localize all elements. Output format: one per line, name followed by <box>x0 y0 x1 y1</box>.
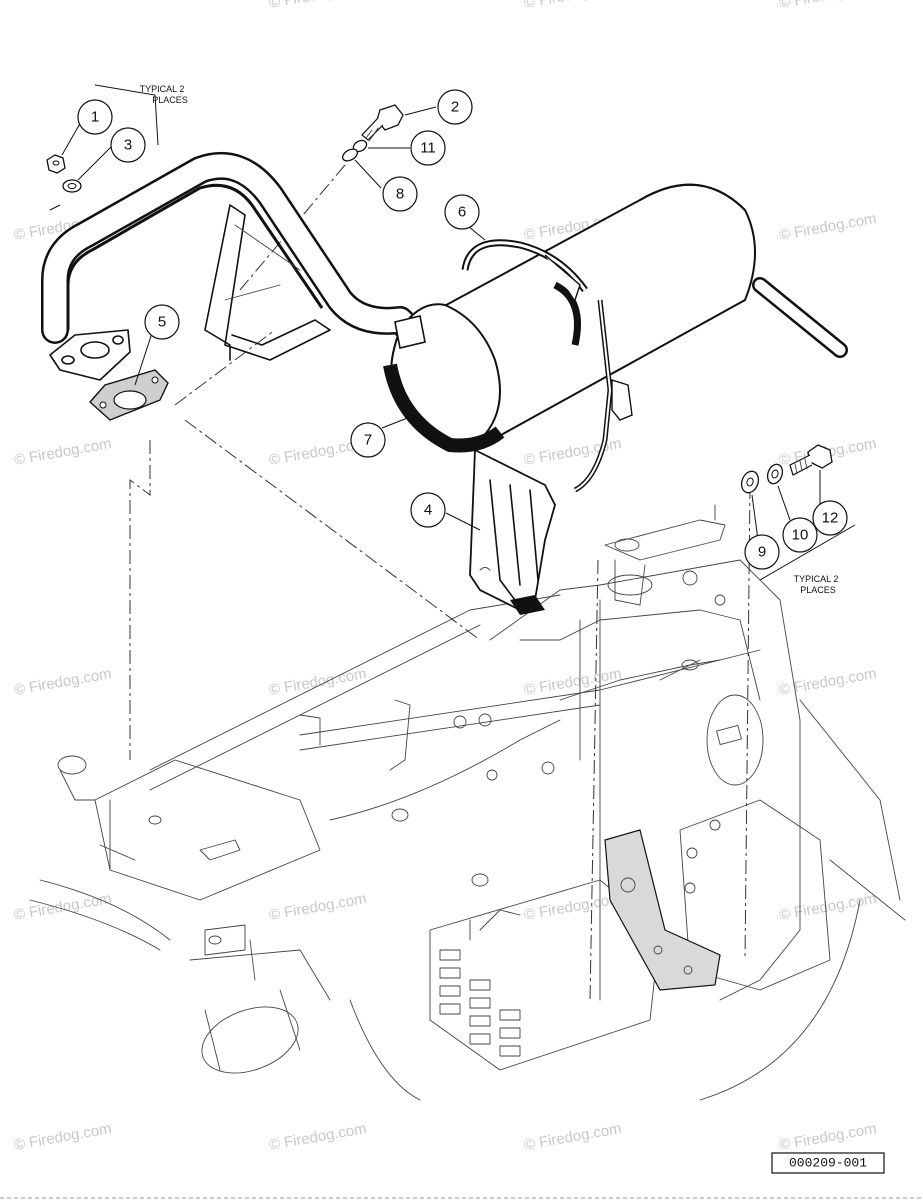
lock-washer <box>62 179 82 193</box>
watermark: © Firedog.com <box>268 0 368 12</box>
engine-bracket <box>604 829 721 991</box>
note-line: PLACES <box>152 95 188 105</box>
watermark: © Firedog.com <box>13 1120 113 1154</box>
lock-washer-bracket <box>766 463 784 485</box>
callout-number: 3 <box>124 137 132 154</box>
callout-11: 11 <box>410 130 446 166</box>
callout-number: 4 <box>424 502 432 519</box>
callout-1: 1 <box>77 99 113 135</box>
callout-number: 9 <box>758 544 766 561</box>
reference-code-box: 000209-001 <box>771 1152 885 1174</box>
watermark: © Firedog.com <box>13 435 113 469</box>
callout-7: 7 <box>350 422 386 458</box>
watermark: © Firedog.com <box>13 890 113 924</box>
watermark: © Firedog.com <box>13 665 113 699</box>
callout-number: 12 <box>822 510 839 527</box>
callout-number: 5 <box>158 314 166 331</box>
callout-2: 2 <box>437 89 473 125</box>
callout-number: 8 <box>396 186 404 203</box>
exhaust-header-pipe <box>41 151 424 381</box>
exhaust-gasket <box>89 369 169 421</box>
callout-12: 12 <box>812 500 848 536</box>
callout-4: 4 <box>410 492 446 528</box>
watermark: © Firedog.com <box>268 1120 368 1154</box>
watermark: © Firedog.com <box>523 435 623 469</box>
callout-number: 11 <box>420 140 436 157</box>
callout-10: 10 <box>782 517 818 553</box>
callout-number: 2 <box>451 99 459 116</box>
callout-5: 5 <box>144 304 180 340</box>
flange-nut <box>46 154 66 174</box>
watermark: © Firedog.com <box>778 890 878 924</box>
flat-washer-small <box>341 148 359 162</box>
watermark: © Firedog.com <box>523 890 623 924</box>
note-line: PLACES <box>800 585 836 595</box>
engine-assembly-drawing <box>29 504 906 1101</box>
note-typical-top-left: TYPICAL 2 PLACES <box>140 84 188 105</box>
muffler-mounting-bracket <box>469 448 556 615</box>
flat-washer-bracket <box>740 470 760 494</box>
note-line: TYPICAL 2 <box>794 574 839 584</box>
muffler-strap <box>461 239 633 493</box>
leader-lines <box>49 84 856 581</box>
callout-number: 1 <box>91 109 99 126</box>
watermark: © Firedog.com <box>523 1120 623 1154</box>
note-typical-right: TYPICAL 2 PLACES <box>794 574 839 595</box>
watermark: © Firedog.com <box>268 665 368 699</box>
watermark: © Firedog.com <box>778 1120 878 1154</box>
callout-number: 10 <box>792 527 809 544</box>
cooling-fins <box>439 949 521 1057</box>
callout-number: 6 <box>458 204 466 221</box>
callout-3: 3 <box>110 127 146 163</box>
watermark: © Firedog.com <box>778 210 878 244</box>
callout-8: 8 <box>382 176 418 212</box>
muffler <box>383 183 848 453</box>
watermark: © Firedog.com <box>268 890 368 924</box>
watermark: © Firedog.com <box>778 665 878 699</box>
watermark: © Firedog.com <box>523 0 623 12</box>
watermark-layer: © Firedog.com © Firedog.com © Firedog.co… <box>13 0 878 1154</box>
reference-code: 000209-001 <box>789 1156 867 1171</box>
watermark: © Firedog.com <box>778 0 878 12</box>
mounting-bolt <box>361 104 404 142</box>
bracket-bolt <box>789 444 833 476</box>
callout-number: 7 <box>364 432 372 449</box>
callout-9: 9 <box>744 534 780 570</box>
callout-6: 6 <box>444 194 480 230</box>
note-line: TYPICAL 2 <box>140 84 185 94</box>
